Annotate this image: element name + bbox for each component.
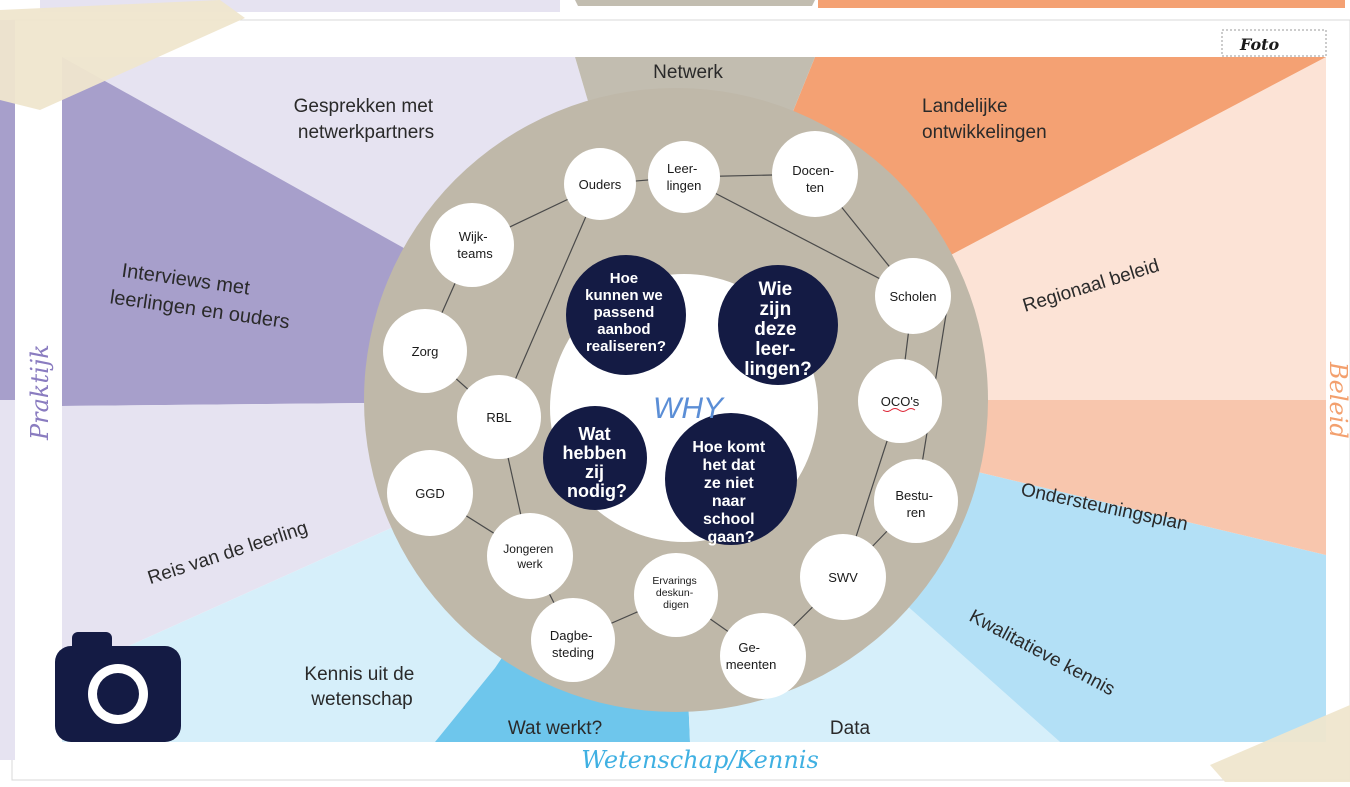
- node-besturen: [874, 459, 958, 543]
- question-2: Wie zijn deze leer- lingen?: [744, 279, 812, 380]
- question-4: Hoe komt het dat ze niet naar school gaa…: [692, 439, 769, 546]
- node-label-dagbesteding: Dagbe- steding: [550, 628, 596, 660]
- node-jongerenwerk: [487, 513, 573, 599]
- question-1: Hoe kunnen we passend aanbod realiseren?: [585, 270, 667, 355]
- node-zorg: [383, 309, 467, 393]
- node-label-wijkteams: Wijk- teams: [457, 229, 493, 261]
- spellcheck-underline: [882, 408, 916, 412]
- node-ervaringsdeskundigen: [634, 553, 718, 637]
- side-label-praktijk: Praktijk: [26, 344, 54, 441]
- node-ocos: [858, 359, 942, 443]
- question-circle-1: [566, 255, 686, 375]
- side-label-beleid: Beleid: [1324, 361, 1350, 439]
- node-label-ggd: GGD: [415, 486, 445, 501]
- node-label-leerlingen: Leer- lingen: [667, 161, 702, 193]
- question-3: Wat hebben zij nodig?: [562, 424, 631, 501]
- camera-icon[interactable]: [55, 632, 181, 742]
- why-label: WHY: [653, 392, 725, 425]
- tape-top-left: [0, 0, 245, 110]
- node-label-zorg: Zorg: [412, 344, 439, 359]
- node-label-jongerenwerk: Jongeren werk: [503, 542, 556, 571]
- node-gemeenten: [720, 613, 806, 699]
- node-label-ocos: OCO's: [881, 394, 920, 409]
- node-swv: [800, 534, 886, 620]
- node-label-swv: SWV: [828, 570, 858, 585]
- node-label-rbl: RBL: [486, 410, 511, 425]
- label-netwerk: Netwerk: [653, 62, 723, 83]
- node-label-ouders: Ouders: [579, 177, 622, 192]
- question-circle-2: [718, 265, 838, 385]
- node-label-besturen: Bestu- ren: [895, 488, 936, 520]
- node-label-docenten: Docen- ten: [792, 163, 838, 195]
- side-label-wetenschap-kennis: Wetenschap/Kennis: [581, 746, 819, 774]
- node-label-scholen: Scholen: [890, 289, 937, 304]
- foto-box: [1221, 29, 1327, 57]
- node-rbl: [457, 375, 541, 459]
- question-circle-3: [543, 406, 647, 510]
- label-gesprekken: Gesprekken met netwerkpartners: [294, 96, 439, 143]
- node-ggd: [387, 450, 473, 536]
- label-wat-werkt: Wat werkt?: [508, 718, 602, 739]
- label-data: Data: [830, 718, 871, 739]
- question-circle-4: [665, 413, 797, 545]
- node-label-gemeenten: Ge- meenten: [726, 640, 777, 672]
- node-ouders: [564, 148, 636, 220]
- node-scholen: [875, 258, 951, 334]
- node-label-ervaringsdeskundigen: Ervarings deskun- digen: [652, 575, 699, 611]
- label-landelijke: Landelijke ontwikkelingen: [922, 96, 1047, 143]
- node-dagbesteding: [531, 598, 615, 682]
- node-leerlingen: [648, 141, 720, 213]
- tape-bottom-right: [1210, 705, 1350, 782]
- node-wijkteams: [430, 203, 514, 287]
- label-kennis-wetenschap: Kennis uit de wetenschap: [304, 664, 419, 710]
- node-docenten: [772, 131, 858, 217]
- foto-label: Foto: [1239, 35, 1280, 54]
